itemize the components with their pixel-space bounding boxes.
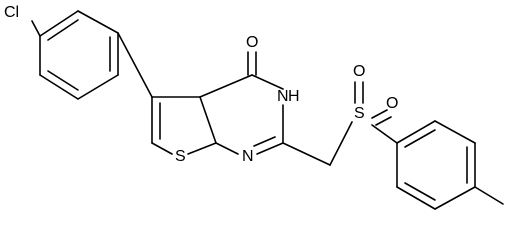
bond [77, 10, 119, 34]
atom-label-nh-nitrogen: N [277, 88, 289, 105]
bond [434, 186, 476, 210]
bond [215, 142, 239, 155]
bond [404, 129, 436, 148]
bond [396, 120, 436, 144]
bond [39, 74, 79, 100]
bond [199, 96, 217, 144]
bond [396, 186, 436, 210]
bond [253, 136, 276, 147]
atom-label-sulfonyl-sulfur: S [354, 105, 365, 122]
bond [282, 142, 331, 166]
bond [371, 109, 388, 119]
bond [47, 70, 79, 91]
bond [199, 74, 253, 98]
bond [434, 120, 476, 144]
atom-label-ring-nitrogen: N [242, 148, 254, 165]
atom-label-chlorine: Cl [4, 4, 19, 21]
bond [117, 32, 153, 98]
bond-set [31, 10, 504, 210]
bond [39, 10, 79, 37]
chemical-structure-diagram: Cl O N H N S S O O [4, 4, 504, 210]
bond [47, 19, 79, 41]
bond [371, 124, 398, 144]
bond [77, 74, 119, 100]
bond [329, 121, 353, 166]
atom-label-sulfonyl-oxygen-top: O [353, 63, 365, 80]
atom-label-thiophene-sulfur: S [175, 148, 186, 165]
atom-label-carbonyl-oxygen: O [246, 34, 258, 51]
bond [474, 186, 504, 205]
bond [256, 142, 284, 155]
bond [31, 20, 41, 37]
bond [251, 74, 284, 90]
atom-label-sulfonyl-oxygen-right: O [386, 95, 398, 112]
atom-label-set: Cl O N H N S S O O [4, 4, 398, 165]
bond [375, 116, 392, 126]
bond [151, 142, 173, 155]
bond [187, 142, 217, 155]
atom-label-nh-hydrogen: H [288, 88, 300, 105]
bond [404, 182, 436, 201]
